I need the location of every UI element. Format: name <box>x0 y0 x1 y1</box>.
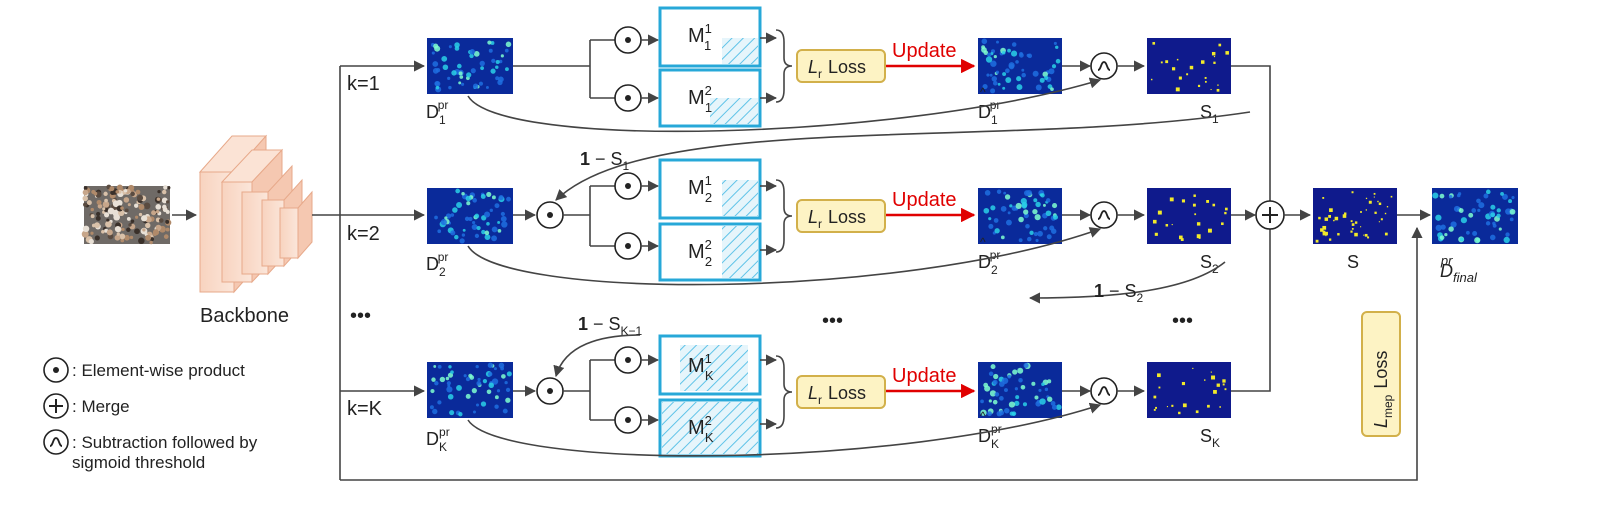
s1-to-merge-wire <box>1231 65 1271 201</box>
updated-density-d2 <box>978 188 1062 244</box>
hat-k: ^ <box>980 409 986 423</box>
lr-loss-box-k <box>796 375 886 409</box>
label-d-final: Dfinalpr <box>1440 253 1478 285</box>
label-d2: D2pr <box>426 250 448 279</box>
merged-segmentation-s <box>1313 188 1397 244</box>
mask-m1-1 <box>658 6 762 68</box>
right-ellipsis: ••• <box>1172 310 1193 332</box>
hat-1: ^ <box>980 85 986 99</box>
lr-loss-box-2 <box>796 199 886 233</box>
updated-density-dk <box>978 362 1062 418</box>
mask-mk-1 <box>658 334 762 396</box>
k-label-1: k=1 <box>347 73 380 95</box>
label-dhat1: D1pr <box>978 98 1000 127</box>
mep-loss-label: LmepLoss <box>1371 351 1395 428</box>
sk1-feedback-curve <box>553 334 641 378</box>
d1-to-sigmoid-curve <box>467 77 1102 133</box>
label-sk: SK <box>1200 426 1220 450</box>
legend-merge-text: : Merge <box>72 397 130 416</box>
label-s1: S1 <box>1200 102 1219 126</box>
one-minus-sk1: 1 − SK−1 <box>578 314 643 338</box>
label-dhatk: DKpr <box>978 422 1002 451</box>
sk-to-merge-wire <box>1231 229 1271 392</box>
update-label-1: Update <box>892 40 957 62</box>
branch-ellipsis: ••• <box>350 305 371 327</box>
mask-m2-2 <box>658 222 762 282</box>
s1-feedback-curve <box>555 111 1251 201</box>
segmentation-s1 <box>1147 38 1231 94</box>
legend-sigmoid-text-2: sigmoid threshold <box>72 453 205 472</box>
segmentation-s2 <box>1147 188 1231 244</box>
legend-sigmoid-text-1: : Subtraction followed by <box>72 433 258 452</box>
mask-m1-2 <box>658 68 762 128</box>
hat-2: ^ <box>980 235 986 249</box>
sigmoid-node-k <box>1090 377 1118 405</box>
backbone-label: Backbone <box>200 305 289 327</box>
legend: : Element-wise product : Merge : Subtrac… <box>43 357 258 472</box>
input-crowd-image <box>81 184 172 245</box>
lr-loss-box-1 <box>796 49 886 83</box>
segmentation-sk <box>1147 362 1231 418</box>
density-map-d1 <box>427 38 513 94</box>
sigmoid-node-2 <box>1090 201 1118 229</box>
d2-to-sigmoid-curve <box>467 227 1102 286</box>
label-dhat2: D2pr <box>978 248 1000 277</box>
label-s: S <box>1347 252 1359 272</box>
updated-density-d1 <box>978 38 1062 94</box>
one-minus-s1: 1 − S1 <box>580 149 630 173</box>
label-dk: DKpr <box>426 425 450 454</box>
update-label-k: Update <box>892 365 957 387</box>
dk-to-sigmoid-curve <box>467 402 1102 457</box>
label-d1: D1pr <box>426 98 448 127</box>
sigmoid-node-1 <box>1090 52 1118 80</box>
k-label-k: k=K <box>347 398 383 420</box>
brace-1 <box>775 29 793 103</box>
mask-mk-2 <box>658 398 762 458</box>
density-map-d2 <box>427 188 513 244</box>
legend-sigmoid-icon <box>43 429 69 455</box>
k-label-2: k=2 <box>347 223 380 245</box>
mask-m2-1 <box>658 158 762 220</box>
final-density-map <box>1432 188 1518 244</box>
legend-product-text: : Element-wise product <box>72 361 245 380</box>
backbone-block <box>198 134 313 294</box>
middle-ellipsis: ••• <box>822 310 843 332</box>
brace-2 <box>775 179 793 253</box>
density-map-dk <box>427 362 513 418</box>
update-label-2: Update <box>892 189 957 211</box>
mep-loss-box: LmepLoss <box>1361 311 1401 437</box>
backbone-to-final-wire <box>340 226 1423 481</box>
brace-k <box>775 355 793 429</box>
s2-feedback-curve <box>1028 261 1226 304</box>
one-minus-s2: 1 − S2 <box>1094 281 1144 305</box>
